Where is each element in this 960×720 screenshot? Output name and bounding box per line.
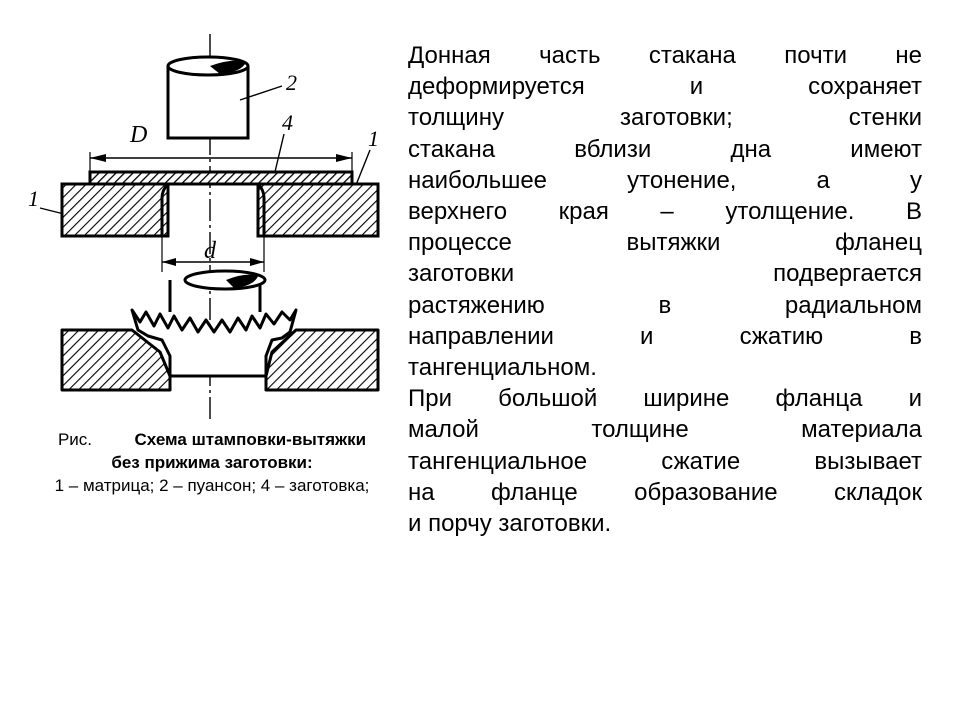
wrinkled-flange — [130, 308, 298, 378]
caption-legend: 1 – матрица; 2 – пуансон; 4 – заготовка; — [54, 476, 370, 495]
label-blank: 4 — [282, 110, 293, 135]
punch-upper — [166, 55, 250, 140]
text-line: наибольшее утонение, а у — [408, 166, 922, 194]
text-line: направлении и сжатию в — [408, 322, 922, 350]
text-line: малой толщине материала — [408, 416, 922, 444]
label-die-right: 1 — [368, 126, 379, 151]
text-line: При большой ширине фланца и — [408, 385, 922, 413]
text-line: тангенциальном. — [408, 354, 597, 382]
die-lower — [60, 328, 380, 392]
text-line: толщину заготовки; стенки — [408, 104, 922, 132]
text-line: деформируется и сохраняет — [408, 73, 922, 101]
stamping-diagram: 2 4 D 1 1 d — [20, 22, 400, 420]
paragraph-2: При большой ширине фланца и малой толщин… — [408, 383, 922, 539]
label-D: D — [129, 122, 147, 148]
text-line: Донная часть стакана почти не — [408, 42, 922, 69]
blank-plate — [88, 170, 354, 186]
text-line: на фланце образование складок — [408, 478, 922, 506]
label-d: d — [204, 238, 217, 264]
figure-caption: Рис. Схема штамповки-вытяжки без прижима… — [44, 428, 380, 497]
body-text: Донная часть стакана почти не деформируе… — [408, 40, 922, 539]
punch-lower — [168, 269, 267, 312]
text-line: и порчу заготовки. — [408, 510, 612, 538]
label-die-left: 1 — [28, 186, 39, 211]
paragraph-1: Донная часть стакана почти не деформируе… — [408, 40, 922, 383]
text-line: стакана вблизи дна имеют — [408, 135, 922, 163]
label-punch: 2 — [286, 70, 297, 95]
text-line: тангенциальное сжатие вызывает — [408, 447, 922, 475]
caption-prefix: Рис. — [57, 430, 92, 449]
text-line: растяжению в радиальном — [408, 291, 922, 319]
text-line: процессе вытяжки фланец — [408, 229, 922, 257]
die-upper — [60, 182, 380, 238]
text-line: заготовки подвергается — [408, 260, 922, 288]
caption-title: Схема штамповки-вытяжки без прижима заго… — [111, 430, 367, 472]
text-line: верхнего края – утолщение. В — [408, 198, 922, 226]
